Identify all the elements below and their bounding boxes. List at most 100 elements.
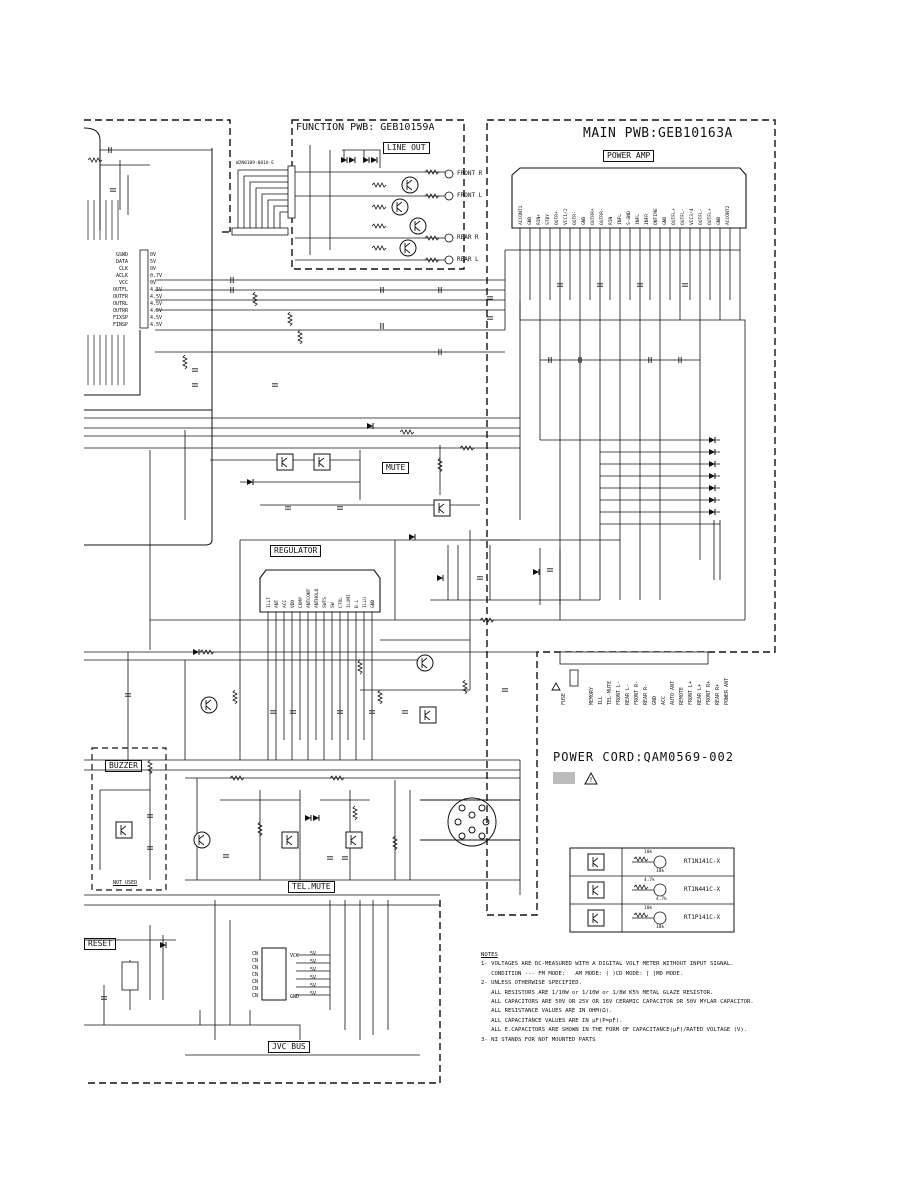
schematic-label: FRONT R- <box>634 681 640 705</box>
tel-mute-label: TEL.MUTE <box>288 881 335 893</box>
left-volt-1: 0V <box>150 252 156 258</box>
mute-label: MUTE <box>382 462 410 474</box>
notes-block: NOTES 1- VOLTAGES ARE DC-MEASURED WITH A… <box>481 951 754 1045</box>
schematic-label: SWTS <box>322 597 328 608</box>
schematic-label: SW <box>330 602 336 608</box>
schematic-label: GND <box>716 216 722 225</box>
signal-trunk <box>84 249 746 621</box>
left-pin-10: FIXSP <box>113 315 128 321</box>
legend-part-2: RT1N441C-X <box>684 886 721 893</box>
left-volt-8: 4.5V <box>150 301 162 307</box>
reset-label: RESET <box>84 938 117 950</box>
schematic-label: OUTRR- <box>599 208 605 225</box>
left-ic-pin-stack: GSWD DATA CLK ACLK VCC OUTFL OUTFR OUTRL… <box>113 249 162 329</box>
legend-part-1: RT1N141C-X <box>684 858 721 865</box>
notes-line-1: 1- VOLTAGES ARE DC-MEASURED WITH A DIGIT… <box>481 961 734 968</box>
legend-r3-top: 10k <box>644 906 653 911</box>
legend-r1-bottom: 10k <box>656 869 665 874</box>
notes-line-9: 3- NI STANDS FOR NOT MOUNTED PARTS <box>481 1036 596 1043</box>
schematic-label: CN <box>252 993 258 999</box>
schematic-label: CN <box>252 958 258 964</box>
schematic-label: CTRL <box>338 597 344 608</box>
schematic-label: ONTIME <box>653 208 659 225</box>
schematic-label: OUTFL- <box>698 208 704 225</box>
schematic-label: OUTFL+ <box>707 208 713 225</box>
left-volt-2: 5V <box>150 259 156 265</box>
schematic-label: FRONT L+ <box>688 681 694 705</box>
connector-label: W2N0109-001A-E <box>236 160 274 166</box>
notes-line-4: ALL RESISTORS ARE 1/10W or 1/10W or 1/8W… <box>481 989 714 996</box>
power-amp-pin-labels: ACCONT1 GND RIN+ STBY OUTR+ VCC1/2 OUTR-… <box>518 205 731 225</box>
power-amp-ic <box>511 167 747 320</box>
jvc-bus-label: JVC BUS <box>268 1041 310 1053</box>
din-connector <box>420 797 520 847</box>
schematic-label: GND <box>662 216 668 225</box>
line-out-label: LINE OUT <box>383 142 430 154</box>
schematic-label: RIN+ <box>536 214 542 225</box>
jack-front-r: FRONT R <box>457 170 483 177</box>
schematic-label: REAR L- <box>625 684 631 705</box>
left-volt-5: 0V <box>150 280 156 286</box>
schematic-label: CN <box>252 979 258 985</box>
legend-r3-bottom: 10k <box>656 925 665 930</box>
schematic-label: REAR R+ <box>715 684 721 705</box>
schematic-label: 5V <box>310 951 316 957</box>
left-pin-7: OUTFR <box>113 294 129 300</box>
main-pwb-title: MAIN PWB:GEB10163A <box>583 126 733 141</box>
schematic-label: POWER ANT <box>724 678 730 705</box>
schematic-label: FUSE <box>561 693 567 705</box>
notes-heading: NOTES <box>481 952 498 958</box>
schematic-label: STBY <box>545 214 551 225</box>
left-pin-4: ACLK <box>116 273 128 279</box>
notes-line-6: ALL RESISTANCE VALUES ARE IN OHM(Ω). <box>481 1008 613 1015</box>
svg-text:!: ! <box>590 776 593 784</box>
schematic-label: ANT <box>274 599 280 608</box>
jack-front-l: FRONT L <box>457 192 483 199</box>
schematic-label: VCC <box>290 953 299 959</box>
schematic-label: OUTR- <box>572 211 578 225</box>
legend-r2-bottom: 4.7k <box>656 897 667 902</box>
schematic-label: CN <box>252 951 258 957</box>
left-volt-9: 4.5V <box>150 308 162 314</box>
schematic-label: GND <box>370 599 376 608</box>
schematic-label: ILL <box>598 696 604 705</box>
buzzer-circuit <box>99 759 153 880</box>
schematic-label: CN <box>252 965 258 971</box>
reset-circuit <box>84 925 210 1026</box>
schematic-label: CN <box>252 972 258 978</box>
schematic-label: REMOTE <box>679 687 685 705</box>
schematic-label: 5V <box>310 975 316 981</box>
schematic-label: ACCONT1 <box>518 205 524 225</box>
buzzer-outline <box>91 747 167 891</box>
legend-part-3: RT1P141C-X <box>684 914 721 921</box>
schematic-label: OUTRR+ <box>590 208 596 225</box>
schematic-label: FRONT R+ <box>706 681 712 705</box>
schematic-label: OUTFL- <box>680 208 686 225</box>
left-pin-11: FINSP <box>113 322 128 328</box>
schematic-label: INFL <box>635 214 641 225</box>
line-out-circuit <box>295 145 454 265</box>
schematic-label: AUTO ANT <box>670 681 676 705</box>
schematic-label: OUTFL+ <box>671 208 677 225</box>
schematic-label: 5V <box>310 967 316 973</box>
left-pin-6: OUTFL <box>113 287 128 293</box>
legend-r1-top: 10k <box>644 850 653 855</box>
warning-icon: ! <box>553 771 598 785</box>
legend-r2-top: 4.7k <box>644 878 655 883</box>
left-ic-block <box>83 127 213 546</box>
schematic-label: OUTR+ <box>554 211 560 225</box>
schematic-label: VCC1/2 <box>563 208 569 225</box>
left-volt-7: 4.5V <box>150 294 162 300</box>
power-cord-connector <box>551 651 709 691</box>
schematic-label: ACCONT2 <box>725 205 731 225</box>
left-volt-3: 0V <box>150 266 156 272</box>
schematic-label: REAR L+ <box>697 684 703 705</box>
left-pin-5: VCC <box>119 280 128 286</box>
schematic-label: VCC3/4 <box>689 208 695 225</box>
notes-line-2: CONDITION --- FM MODE: AM MODE: ( )CD MO… <box>481 970 684 977</box>
schematic-label: COMP <box>298 597 304 608</box>
regulator-label: REGULATOR <box>270 545 322 557</box>
power-amp-label: POWER AMP <box>603 150 655 162</box>
schematic-label: 5V <box>310 959 316 965</box>
function-connector: W2N0109-001A-E <box>231 160 296 236</box>
